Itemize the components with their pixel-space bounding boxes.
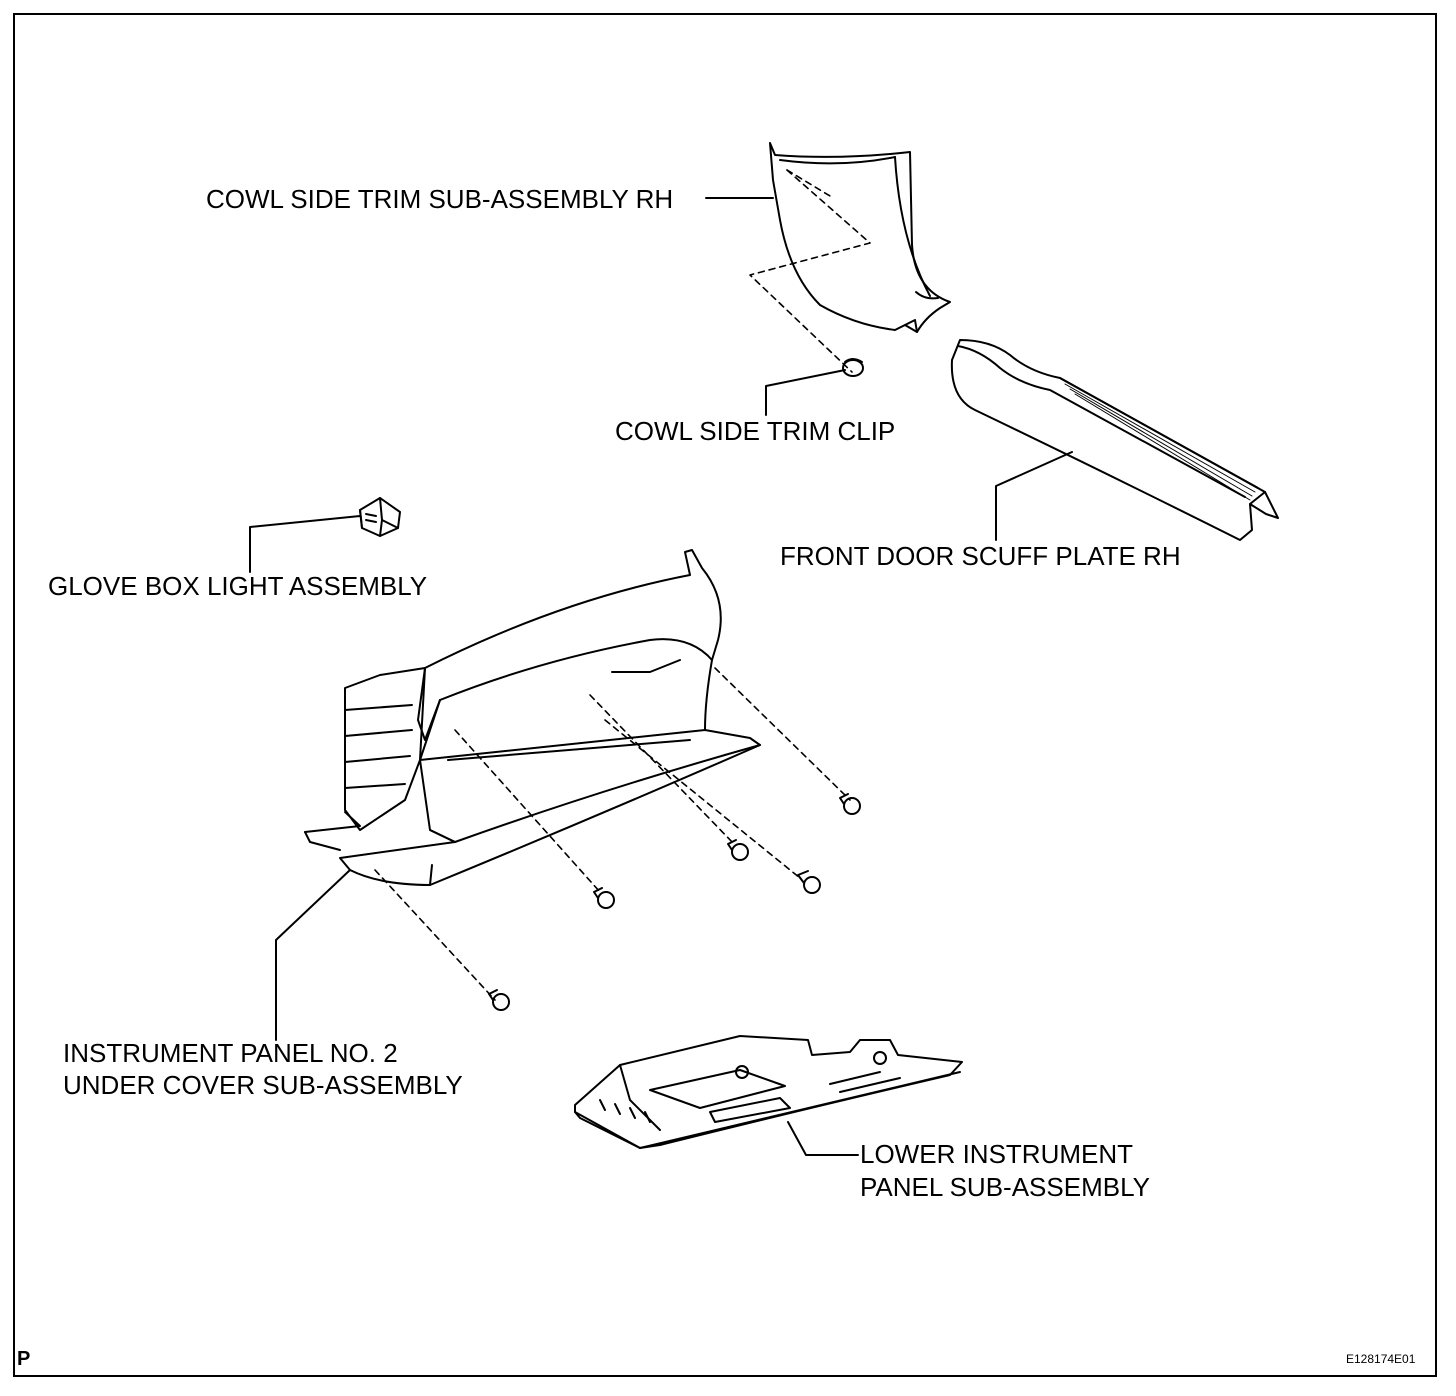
screw-part bbox=[488, 793, 861, 1011]
label-cowl-side-trim: COWL SIDE TRIM SUB-ASSEMBLY RH bbox=[206, 184, 674, 214]
corner-mark: P bbox=[17, 1348, 31, 1370]
diagram-frame bbox=[13, 13, 1437, 1377]
scuff-plate-leader bbox=[995, 451, 1073, 541]
under-cover-hidden-lines bbox=[374, 667, 851, 1001]
cowl-side-trim-hidden-lines bbox=[749, 169, 871, 373]
cowl-clip-leader bbox=[765, 369, 846, 416]
label-lower-panel-line1: LOWER INSTRUMENT bbox=[860, 1139, 1133, 1169]
under-cover-leader bbox=[275, 869, 351, 1041]
glove-box-light-part bbox=[359, 497, 401, 537]
label-glove-box-light: GLOVE BOX LIGHT ASSEMBLY bbox=[48, 571, 428, 601]
figure-id: E128174E01 bbox=[1346, 1352, 1416, 1366]
instrument-panel-under-cover-part bbox=[304, 549, 761, 886]
label-under-cover-line1: INSTRUMENT PANEL NO. 2 bbox=[63, 1038, 398, 1068]
label-lower-panel-line2: PANEL SUB-ASSEMBLY bbox=[860, 1172, 1150, 1202]
lower-instrument-panel-part bbox=[574, 1035, 963, 1149]
glove-box-light-leader bbox=[249, 515, 361, 573]
cowl-side-trim-clip-part bbox=[842, 358, 864, 377]
label-cowl-side-trim-clip: COWL SIDE TRIM CLIP bbox=[615, 416, 896, 446]
label-front-door-scuff-plate: FRONT DOOR SCUFF PLATE RH bbox=[780, 541, 1181, 571]
cowl-side-trim-part bbox=[769, 142, 951, 333]
front-door-scuff-plate-part bbox=[950, 339, 1279, 541]
label-under-cover-line2: UNDER COVER SUB-ASSEMBLY bbox=[63, 1070, 463, 1100]
lower-panel-leader bbox=[787, 1121, 859, 1156]
